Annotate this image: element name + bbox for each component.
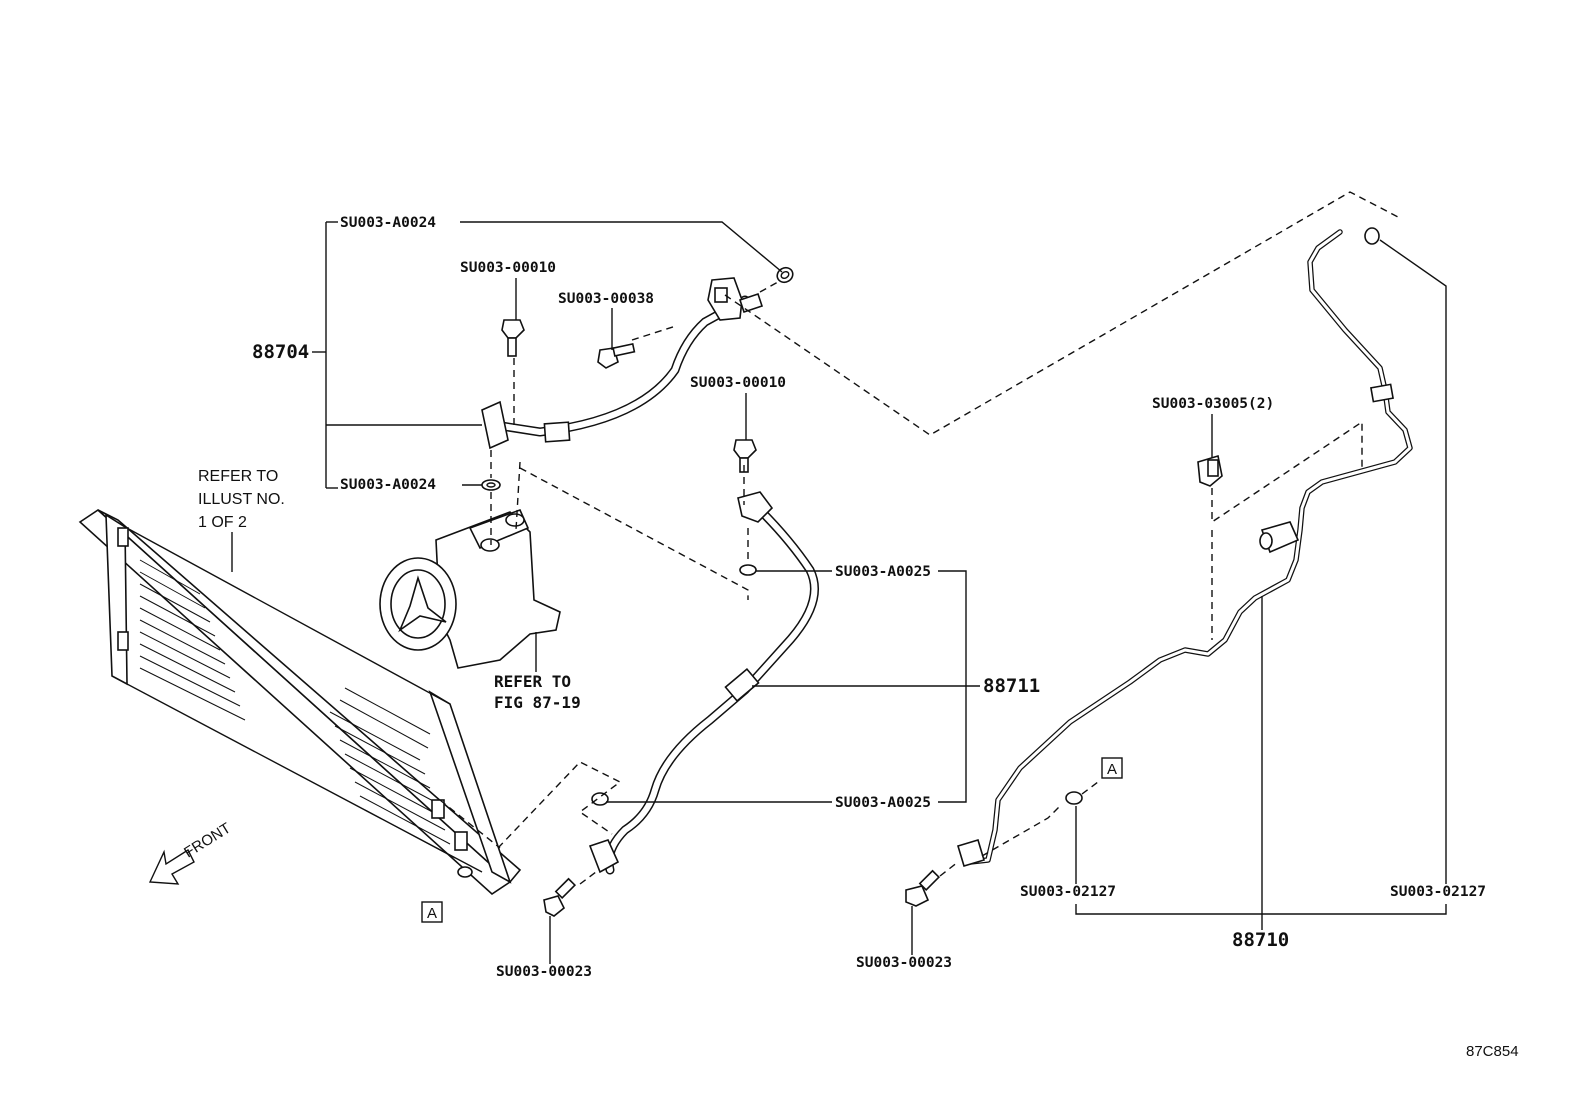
front-arrow-icon: FRONT — [148, 820, 234, 885]
label-00010-mid[interactable]: SU003-00010 — [690, 375, 786, 391]
bolt-00010-mid[interactable] — [733, 439, 757, 473]
discharge-hose-88711[interactable] — [588, 491, 819, 875]
leader-lines — [231, 221, 1447, 964]
bolt-00010-left[interactable] — [501, 319, 525, 357]
label-a0025-bottom[interactable]: SU003-A0025 — [835, 795, 931, 811]
label-00010-left[interactable]: SU003-00010 — [460, 260, 556, 276]
ref-mark-left-label: A — [427, 905, 437, 922]
refer-fig-line2: FIG 87-19 — [494, 693, 581, 712]
ref-mark-left: A — [421, 901, 443, 923]
label-02127-right[interactable]: SU003-02127 — [1390, 884, 1486, 900]
refer-fig-line1: REFER TO — [494, 672, 571, 691]
label-00023-left[interactable]: SU003-00023 — [496, 964, 592, 980]
label-00038[interactable]: SU003-00038 — [558, 291, 654, 307]
label-a0024-top[interactable]: SU003-A0024 — [340, 215, 436, 231]
suction-hose-88704[interactable] — [481, 277, 764, 450]
front-label: FRONT — [181, 820, 234, 862]
ref-mark-right-label: A — [1107, 761, 1117, 778]
bolt-00023-left[interactable] — [543, 877, 577, 917]
label-a0024-mid[interactable]: SU003-A0024 — [340, 477, 436, 493]
liquid-tube-88710[interactable] — [957, 229, 1413, 867]
label-00023-right[interactable]: SU003-00023 — [856, 955, 952, 971]
label-88710[interactable]: 88710 — [1232, 929, 1289, 951]
assembly-dash-lines — [439, 191, 1401, 885]
label-88711[interactable]: 88711 — [983, 675, 1040, 697]
compressor-icon[interactable] — [379, 508, 561, 669]
oring-a0024-mid[interactable] — [481, 479, 501, 491]
condenser-icon[interactable] — [78, 508, 522, 896]
bolt-00038[interactable] — [597, 342, 636, 369]
bolt-00023-right[interactable] — [905, 869, 941, 907]
ref-mark-right: A — [1101, 757, 1123, 779]
label-03005[interactable]: SU003-03005(2) — [1152, 396, 1274, 412]
label-88704[interactable]: 88704 — [252, 341, 309, 363]
label-a0025-top[interactable]: SU003-A0025 — [835, 564, 931, 580]
label-02127-left[interactable]: SU003-02127 — [1020, 884, 1116, 900]
illustration-code: 87C854 — [1466, 1043, 1519, 1060]
oring-02127-right[interactable] — [1364, 227, 1380, 245]
refer-illust-line1: REFER TO — [198, 468, 278, 485]
refer-illust-line3: 1 OF 2 — [198, 514, 247, 531]
oring-a0025-bottom[interactable] — [591, 792, 609, 806]
oring-02127-left[interactable] — [1065, 791, 1083, 805]
refer-illust-line2: ILLUST NO. — [198, 491, 285, 508]
oring-a0025-top[interactable] — [739, 564, 757, 576]
clamp-03005[interactable] — [1197, 454, 1223, 487]
